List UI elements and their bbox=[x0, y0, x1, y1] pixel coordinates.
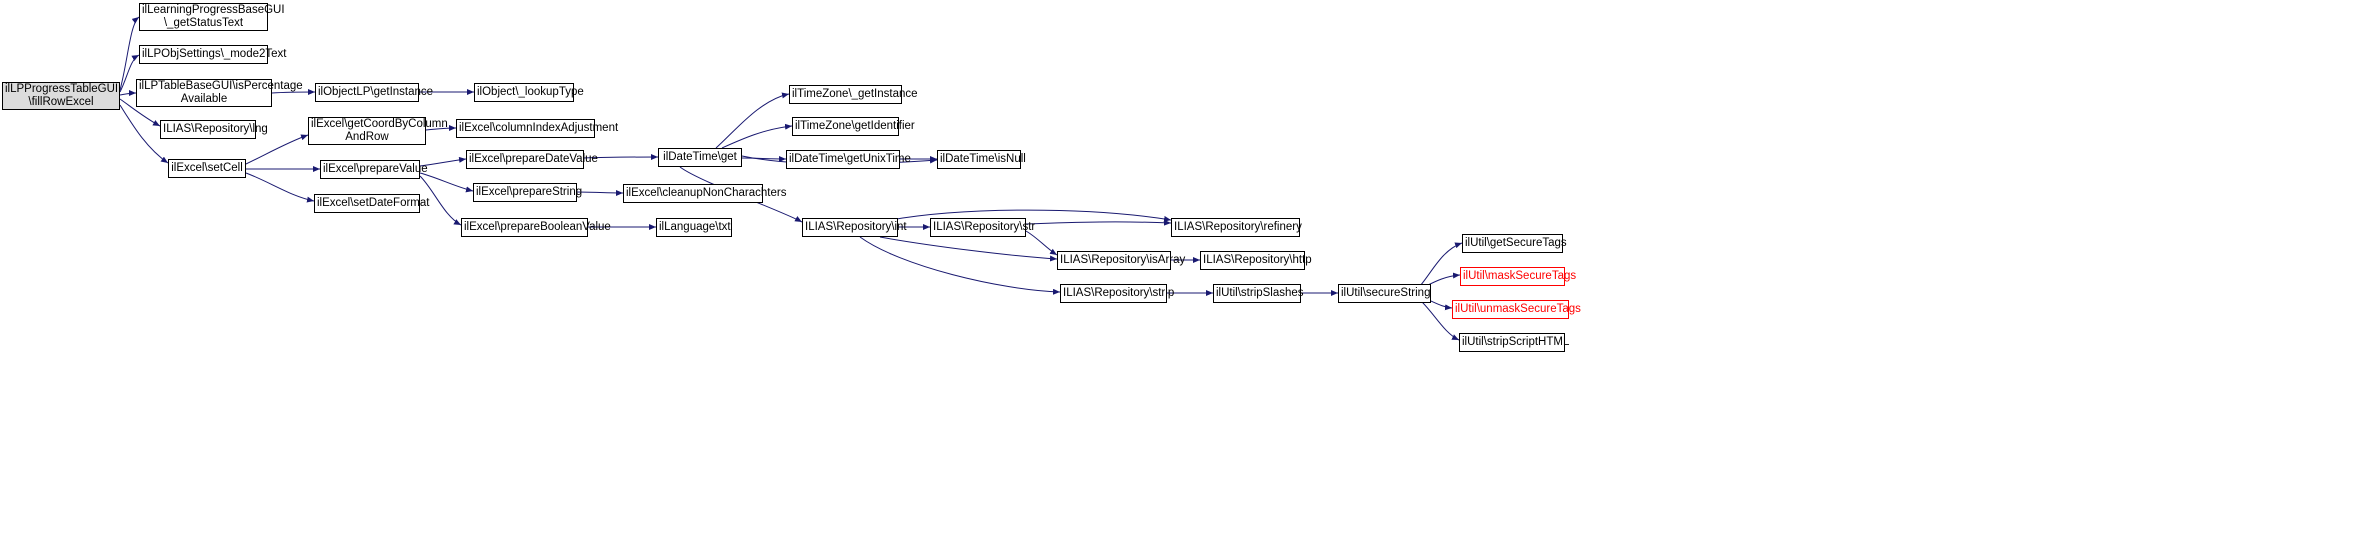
graph-node-label: ILIAS\Repository\refinery bbox=[1174, 221, 1302, 233]
graph-node[interactable]: ilObject\_lookupType bbox=[474, 83, 584, 102]
graph-node[interactable]: ilLearningProgressBaseGUI \_getStatusTex… bbox=[139, 3, 285, 31]
graph-edge bbox=[859, 236, 1061, 295]
graph-edge bbox=[715, 92, 790, 149]
graph-node-label: ilUtil\getSecureTags bbox=[1465, 237, 1567, 249]
graph-node[interactable]: ILIAS\Repository\isArray bbox=[1057, 251, 1186, 270]
graph-node-label: ilDateTime\getUnixTime bbox=[789, 153, 911, 165]
graph-node[interactable]: ilDateTime\getUnixTime bbox=[786, 150, 911, 169]
graph-node[interactable]: ILIAS\Repository\int bbox=[802, 218, 907, 237]
graph-node[interactable]: ilUtil\secureString bbox=[1338, 284, 1431, 303]
graph-node[interactable]: ilExcel\getCoordByColumn AndRow bbox=[308, 117, 448, 145]
graph-edge bbox=[741, 155, 787, 162]
graph-node-label: ILIAS\Repository\isArray bbox=[1060, 254, 1186, 266]
graph-node-label: ILIAS\Repository\http bbox=[1203, 254, 1312, 266]
graph-node[interactable]: ilLPObjSettings\_mode2Text bbox=[139, 45, 287, 64]
graph-node-label: ilUtil\secureString bbox=[1341, 287, 1431, 299]
graph-node[interactable]: ilExcel\prepareValue bbox=[320, 160, 428, 179]
graph-node[interactable]: ilLPProgressTableGUI \fillRowExcel bbox=[2, 82, 120, 110]
graph-node-label: ilUtil\stripSlashes bbox=[1216, 287, 1304, 299]
graph-node[interactable]: ilExcel\setDateFormat bbox=[314, 194, 430, 213]
graph-node[interactable]: ilLPTableBaseGUI\isPercentage Available bbox=[136, 79, 303, 107]
graph-node-label: ilObject\_lookupType bbox=[477, 86, 584, 98]
graph-node[interactable]: ilUtil\unmaskSecureTags bbox=[1452, 300, 1581, 319]
graph-edge bbox=[1419, 242, 1463, 287]
graph-edge bbox=[245, 134, 309, 165]
graph-node[interactable]: ilExcel\prepareBooleanValue bbox=[461, 218, 611, 237]
graph-node-label: ilExcel\getCoordByColumn AndRow bbox=[311, 118, 448, 143]
graph-node-label: ilExcel\prepareString bbox=[476, 186, 583, 198]
graph-node-label: ilExcel\prepareValue bbox=[323, 163, 428, 175]
graph-node[interactable]: ILIAS\Repository\refinery bbox=[1171, 218, 1302, 237]
graph-node-label: ilExcel\setCell bbox=[171, 162, 243, 174]
graph-node-label: ilLanguage\txt bbox=[659, 221, 731, 233]
graph-node-label: ilObjectLP\getInstance bbox=[318, 86, 434, 98]
graph-node-label: ILIAS\Repository\int bbox=[805, 221, 907, 233]
graph-node-label: ilExcel\setDateFormat bbox=[317, 197, 430, 209]
graph-node-label: ilDateTime\isNull bbox=[940, 153, 1026, 165]
graph-node[interactable]: ilUtil\maskSecureTags bbox=[1460, 267, 1577, 286]
graph-edge bbox=[1025, 219, 1172, 226]
graph-node[interactable]: ilLanguage\txt bbox=[656, 218, 732, 237]
graph-node[interactable]: ilUtil\getSecureTags bbox=[1462, 234, 1567, 253]
graph-node-label: ILIAS\Repository\str bbox=[933, 221, 1036, 233]
graph-node-label: ilUtil\maskSecureTags bbox=[1463, 270, 1577, 282]
graph-edge bbox=[721, 123, 793, 149]
graph-edge bbox=[576, 189, 624, 196]
graph-edge bbox=[419, 172, 474, 193]
graph-node[interactable]: ILIAS\Repository\lng bbox=[160, 120, 268, 139]
graph-node[interactable]: ilTimeZone\_getInstance bbox=[789, 85, 918, 104]
graph-node[interactable]: ilDateTime\isNull bbox=[937, 150, 1026, 169]
graph-node-label: ilLearningProgressBaseGUI \_getStatusTex… bbox=[142, 4, 285, 29]
graph-node[interactable]: ilExcel\cleanupNonCharachters bbox=[623, 184, 787, 203]
graph-node[interactable]: ilExcel\setCell bbox=[168, 159, 246, 178]
graph-node-label: ilDateTime\get bbox=[663, 151, 737, 163]
graph-node[interactable]: ILIAS\Repository\http bbox=[1200, 251, 1312, 270]
graph-node[interactable]: ilObjectLP\getInstance bbox=[315, 83, 434, 102]
graph-node[interactable]: ilDateTime\get bbox=[658, 148, 742, 167]
graph-node-label: ilExcel\prepareDateValue bbox=[469, 153, 598, 165]
graph-node-label: ilTimeZone\getIdentifier bbox=[795, 120, 915, 132]
graph-node[interactable]: ilTimeZone\getIdentifier bbox=[792, 117, 915, 136]
graph-node-label: ilUtil\unmaskSecureTags bbox=[1455, 303, 1581, 315]
graph-node-label: ilTimeZone\_getInstance bbox=[792, 88, 918, 100]
graph-node-label: ilLPProgressTableGUI \fillRowExcel bbox=[5, 83, 119, 108]
graph-node-label: ilLPTableBaseGUI\isPercentage Available bbox=[139, 80, 303, 105]
graph-edge bbox=[1025, 230, 1058, 256]
graph-edge bbox=[119, 90, 137, 97]
graph-edge bbox=[879, 236, 1058, 262]
graph-node-label: ILIAS\Repository\lng bbox=[163, 123, 268, 135]
graph-node[interactable]: ilExcel\prepareDateValue bbox=[466, 150, 598, 169]
graph-node[interactable]: ILIAS\Repository\str bbox=[930, 218, 1036, 237]
graph-node[interactable]: ILIAS\Repository\strip bbox=[1060, 284, 1175, 303]
graph-node-label: ILIAS\Repository\strip bbox=[1063, 287, 1175, 299]
graph-node-label: ilExcel\prepareBooleanValue bbox=[464, 221, 611, 233]
graph-edge bbox=[271, 89, 316, 96]
graph-node[interactable]: ilExcel\columnIndexAdjustment bbox=[456, 119, 619, 138]
graph-node[interactable]: ilUtil\stripScriptHTML bbox=[1459, 333, 1570, 352]
graph-node-label: ilLPObjSettings\_mode2Text bbox=[142, 48, 287, 60]
graph-node-label: ilUtil\stripScriptHTML bbox=[1462, 336, 1570, 348]
graph-node-label: ilExcel\cleanupNonCharachters bbox=[626, 187, 787, 199]
graph-edge bbox=[245, 172, 315, 203]
graph-node[interactable]: ilExcel\prepareString bbox=[473, 183, 583, 202]
graph-node[interactable]: ilUtil\stripSlashes bbox=[1213, 284, 1304, 303]
graph-node-label: ilExcel\columnIndexAdjustment bbox=[459, 122, 619, 134]
